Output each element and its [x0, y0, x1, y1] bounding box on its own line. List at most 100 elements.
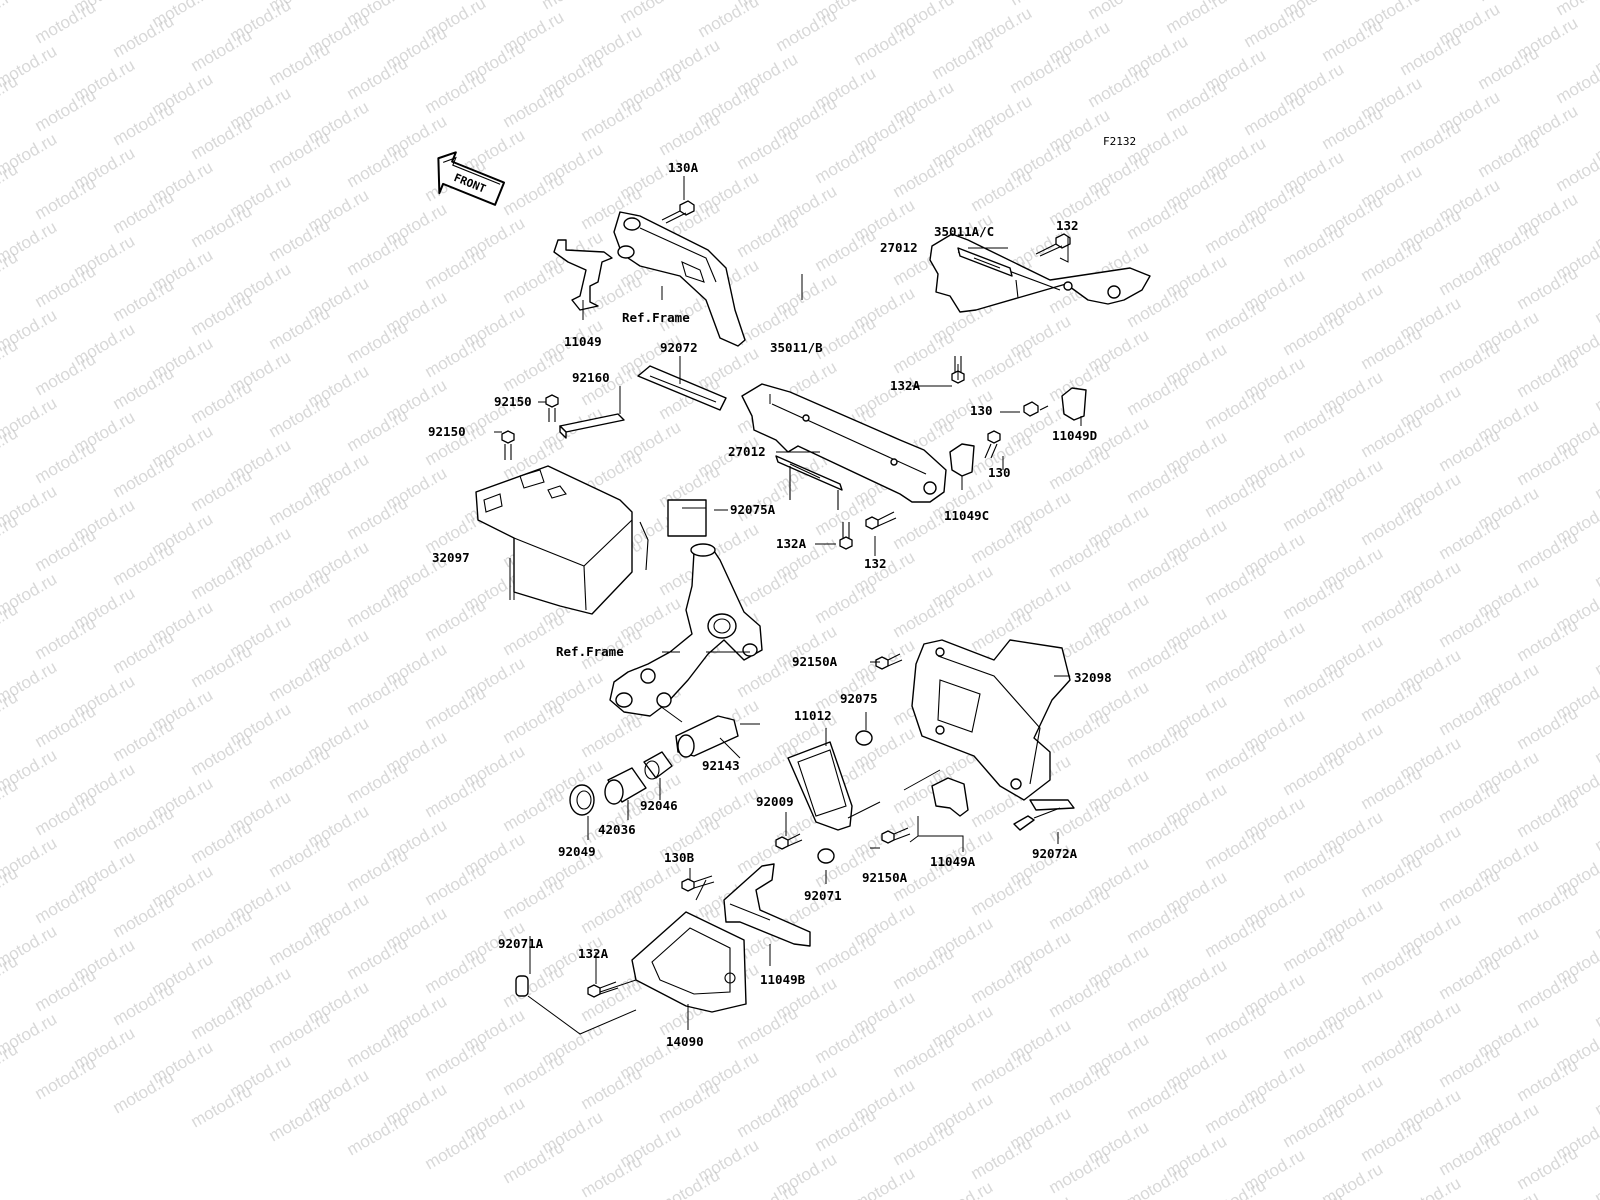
watermark-text: motod.ru [1124, 369, 1192, 419]
watermark-text: motod.ru [32, 349, 100, 399]
watermark-text: motod.ru [1592, 629, 1600, 679]
watermark-text: motod.ru [1046, 707, 1114, 757]
watermark-text: motod.ru [32, 1053, 100, 1103]
label-130: 130 [970, 403, 993, 418]
watermark-text: motod.ru [1241, 1, 1309, 51]
watermark-text: motod.ru [1358, 1115, 1426, 1165]
label-132-low: 132 [864, 556, 887, 571]
watermark-text: motod.ru [32, 613, 100, 663]
label-130-b: 130 [988, 465, 1011, 480]
watermark-text: motod.ru [500, 961, 568, 1011]
tool-case-32098 [911, 639, 1071, 801]
watermark-text: motod.ru [1202, 911, 1270, 961]
label-92150A-top: 92150A [792, 654, 838, 669]
watermark-text: motod.ru [1358, 499, 1426, 549]
watermark-text: motod.ru [344, 493, 412, 543]
watermark-text: motod.ru [1436, 953, 1504, 1003]
watermark-text: motod.ru [110, 187, 178, 237]
watermark-text: motod.ru [1475, 43, 1543, 93]
watermark-text: motod.ru [266, 743, 334, 793]
watermark-text: motod.ru [1202, 471, 1270, 521]
watermark-text: motod.ru [1280, 925, 1348, 975]
watermark-text: motod.ru [266, 831, 334, 881]
watermark-text: motod.ru [110, 1067, 178, 1117]
watermark-text: motod.ru [890, 1119, 958, 1169]
watermark-text: motod.ru [266, 479, 334, 529]
bolt-130B [681, 875, 715, 892]
label-sheet-92075A [667, 499, 707, 537]
watermark-text: motod.ru [1436, 865, 1504, 915]
watermark-text: motod.ru [1592, 541, 1600, 591]
watermark-text: motod.ru [188, 729, 256, 779]
watermark-text: motod.ru [188, 817, 256, 867]
collar-92143 [675, 715, 739, 758]
watermark-text: motod.ru [1358, 587, 1426, 637]
watermark-text: motod.ru [110, 99, 178, 149]
watermark-text: motod.ru [1514, 439, 1582, 489]
watermark-text: motod.ru [812, 489, 880, 539]
watermark-text: motod.ru [1475, 1187, 1543, 1200]
watermark-text: motod.ru [32, 877, 100, 927]
watermark-text: motod.ru [1202, 383, 1270, 433]
watermark-text: motod.ru [812, 929, 880, 979]
watermark-text: motod.ru [1436, 777, 1504, 827]
watermark-text: motod.ru [266, 1007, 334, 1057]
bolt-92150A-low [881, 827, 911, 844]
watermark-text: motod.ru [1124, 985, 1192, 1035]
watermark-text: motod.ru [1553, 0, 1600, 19]
chain-cover-35011AC [929, 233, 1151, 313]
watermark-text: motod.ru [1358, 939, 1426, 989]
watermark-text: motod.ru [1514, 791, 1582, 841]
part-labels: 130A 11049 Ref.Frame 35011A/C 132 27012 … [428, 160, 1112, 1049]
watermark-text: motod.ru [422, 1123, 490, 1173]
watermark-text: motod.ru [188, 553, 256, 603]
grommet-92075 [855, 730, 873, 746]
watermark-text: motod.ru [344, 141, 412, 191]
label-92071: 92071 [804, 888, 842, 903]
label-92009: 92009 [756, 794, 794, 809]
watermark-text: motod.ru [500, 345, 568, 395]
watermark-text: motod.ru [656, 1077, 724, 1127]
rear-frame-bracket-top [613, 211, 746, 347]
watermark-text: motod.ru [1592, 805, 1600, 855]
label-32098: 32098 [1074, 670, 1112, 685]
watermark-text: motod.ru [1436, 1041, 1504, 1091]
watermark-text: motod.ru [734, 1003, 802, 1053]
watermark-text: motod.ru [890, 327, 958, 377]
watermark-text: motod.ru [1202, 559, 1270, 609]
label-92150A-low: 92150A [862, 870, 908, 885]
label-11012: 11012 [794, 708, 832, 723]
watermark-text: motod.ru [422, 859, 490, 909]
rear-frame-swingarm [609, 543, 763, 717]
watermark-text: motod.ru [734, 211, 802, 261]
label-27012-top: 27012 [880, 240, 918, 255]
leader-lines [494, 176, 1082, 1035]
watermark-text: motod.ru [266, 303, 334, 353]
watermark-text: motod.ru [1280, 309, 1348, 359]
watermark-text: motod.ru [344, 581, 412, 631]
watermark-text: motod.ru [32, 85, 100, 135]
watermark-text: motod.ru [1475, 131, 1543, 181]
label-92071A: 92071A [498, 936, 544, 951]
watermark-text: motod.ru [422, 67, 490, 117]
watermark-text: motod.ru [1514, 527, 1582, 577]
watermark-text: motod.ru [1436, 425, 1504, 475]
watermark-text: motod.ru [344, 317, 412, 367]
watermark-text: motod.ru [1124, 193, 1192, 243]
watermark-text: motod.ru [1514, 703, 1582, 753]
watermark-text: motod.ru [1436, 1129, 1504, 1179]
watermark-text: motod.ru [110, 627, 178, 677]
watermark-text: motod.ru [1592, 453, 1600, 503]
watermark-text: motod.ru [890, 1031, 958, 1081]
watermark-text: motod.ru [734, 1091, 802, 1141]
watermark-text: motod.ru [1280, 1189, 1348, 1200]
watermark-text: motod.ru [1046, 883, 1114, 933]
watermark-text: motod.ru [1124, 545, 1192, 595]
label-92143: 92143 [702, 758, 740, 773]
watermark-text: motod.ru [1436, 337, 1504, 387]
watermark-text: motod.ru [968, 517, 1036, 567]
watermark-text: motod.ru [968, 1133, 1036, 1183]
label-132A-bottom: 132A [578, 946, 609, 961]
watermark-text: motod.ru [929, 1177, 997, 1200]
